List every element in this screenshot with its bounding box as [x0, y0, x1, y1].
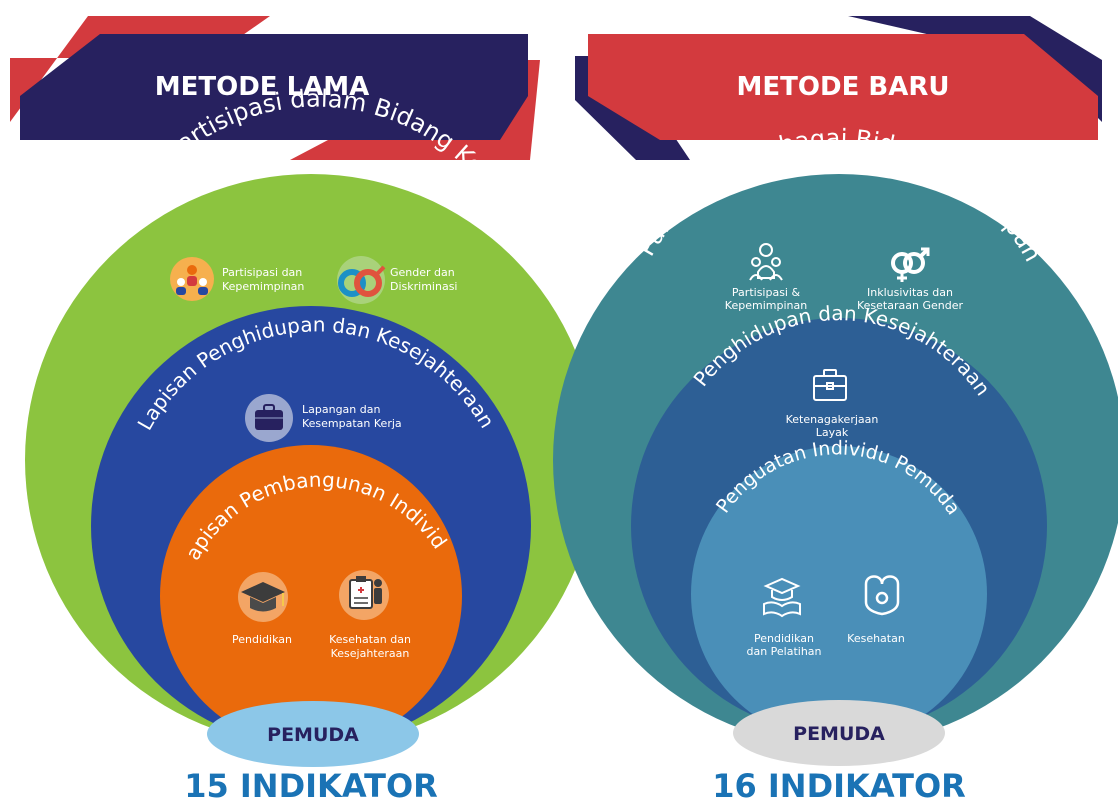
briefcase-icon: [813, 369, 847, 401]
briefcase-icon: [245, 394, 293, 442]
new-item-partisipasi-line2: Kepemimpinan: [725, 299, 807, 312]
old-item-gender: Gender dan Diskriminasi: [337, 256, 457, 304]
new-item-pendidikan-line2: dan Pelatihan: [746, 645, 821, 658]
old-item-kesehatan-line1: Kesehatan dan: [329, 633, 411, 646]
health-clipboard-icon: [339, 570, 389, 620]
banner-accent-top: [848, 16, 1102, 122]
new-item-kesehatan: Kesehatan: [847, 575, 905, 645]
new-base-label: PEMUDA: [793, 723, 885, 745]
new-item-partisipasi: Partisipasi & Kepemimpinan: [725, 243, 807, 312]
old-item-lapangan-line1: Lapangan dan: [302, 403, 380, 416]
people-group-icon: [749, 243, 783, 281]
old-item-gender-line1: Gender dan: [390, 266, 455, 279]
banner-body: [20, 34, 528, 140]
new-item-gender: Inklusivitas dan Kesetaraan Gender: [857, 247, 963, 312]
old-inner-ring: [160, 445, 462, 747]
old-method-panel: METODE LAMA Lapisan Partisipasi dalam Bi…: [10, 16, 597, 805]
old-item-lapangan: Lapangan dan Kesempatan Kerja: [245, 394, 402, 442]
book-cap-icon: [763, 577, 801, 618]
new-indicator-count: 16 INDIKATOR: [712, 767, 966, 805]
new-method-panel: METODE BARU Partisipasi Berbagai Bidang …: [553, 16, 1118, 805]
old-item-partisipasi: Partisipasi dan Kepemimpinan: [170, 257, 304, 301]
old-base-label: PEMUDA: [267, 724, 359, 746]
old-item-partisipasi-line2: Kepemimpinan: [222, 280, 304, 293]
new-item-partisipasi-line1: Partisipasi &: [732, 286, 801, 299]
new-method-title: METODE BARU: [737, 72, 950, 102]
banner-body: [588, 34, 1098, 140]
new-item-gender-line2: Kesetaraan Gender: [857, 299, 963, 312]
new-method-banner: METODE BARU: [575, 16, 1102, 160]
old-item-gender-line2: Diskriminasi: [390, 280, 457, 293]
old-item-lapangan-line2: Kesempatan Kerja: [302, 417, 402, 430]
old-item-pendidikan: Pendidikan: [232, 572, 292, 646]
gender-symbols-icon: [891, 247, 930, 282]
new-item-pendidikan: Pendidikan dan Pelatihan: [746, 577, 822, 658]
old-method-banner: METODE LAMA: [10, 16, 540, 160]
new-item-ketenagakerjaan-line1: Ketenagakerjaan: [786, 413, 879, 426]
new-item-ketenagakerjaan: Ketenagakerjaan Layak: [786, 369, 879, 439]
gender-symbols-icon: [337, 256, 386, 304]
old-method-title: METODE LAMA: [155, 72, 370, 102]
new-inner-ring: [691, 446, 987, 742]
new-item-pendidikan-line1: Pendidikan: [754, 632, 814, 645]
new-base-ellipse: [733, 700, 945, 766]
new-item-ketenagakerjaan-line2: Layak: [816, 426, 849, 439]
old-item-partisipasi-line1: Partisipasi dan: [222, 266, 302, 279]
new-item-gender-line1: Inklusivitas dan: [867, 286, 953, 299]
old-item-kesehatan-line2: Kesejahteraan: [331, 647, 410, 660]
people-leader-icon: [170, 257, 214, 301]
old-item-pendidikan-line1: Pendidikan: [232, 633, 292, 646]
graduation-cap-icon: [238, 572, 288, 622]
old-indicator-count: 15 INDIKATOR: [184, 767, 438, 805]
old-base-ellipse: [207, 701, 419, 767]
stethoscope-icon: [864, 575, 900, 616]
old-item-kesehatan: Kesehatan dan Kesejahteraan: [329, 570, 411, 660]
new-item-kesehatan-line1: Kesehatan: [847, 632, 905, 645]
